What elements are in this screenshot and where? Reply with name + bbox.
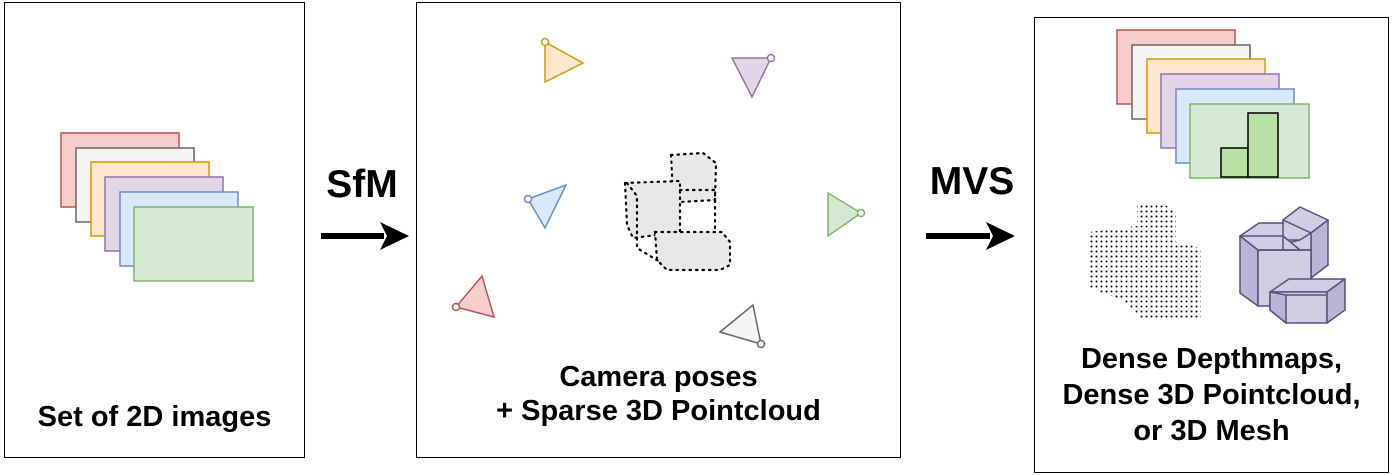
sparse-reconstruction-label: Camera poses + Sparse 3D Pointcloud bbox=[496, 361, 821, 427]
depthmap-bars bbox=[1220, 112, 1279, 178]
dense-pointcloud bbox=[1090, 203, 1201, 318]
camera-pose-purple bbox=[730, 53, 776, 99]
input-images-label: Set of 2D images bbox=[37, 401, 272, 433]
camera-pose-white bbox=[718, 303, 766, 349]
depthmap-stack bbox=[1116, 29, 1310, 179]
camera-pose-red bbox=[451, 274, 496, 319]
sparse-pointcloud bbox=[623, 151, 732, 272]
mesh-3d bbox=[1239, 206, 1346, 324]
arrow-sfm bbox=[321, 222, 409, 250]
image-card-green bbox=[133, 206, 254, 282]
step-label-sfm: SfM bbox=[326, 163, 398, 206]
camera-pose-orange bbox=[540, 37, 585, 84]
step-label-mvs: MVS bbox=[929, 160, 1015, 203]
dense-reconstruction-label: Dense Depthmaps, Dense 3D Pointcloud, or… bbox=[1062, 343, 1361, 447]
camera-pose-green bbox=[827, 191, 866, 238]
image-stack-input bbox=[60, 132, 254, 282]
arrow-mvs bbox=[926, 222, 1015, 250]
camera-pose-blue bbox=[523, 183, 568, 230]
